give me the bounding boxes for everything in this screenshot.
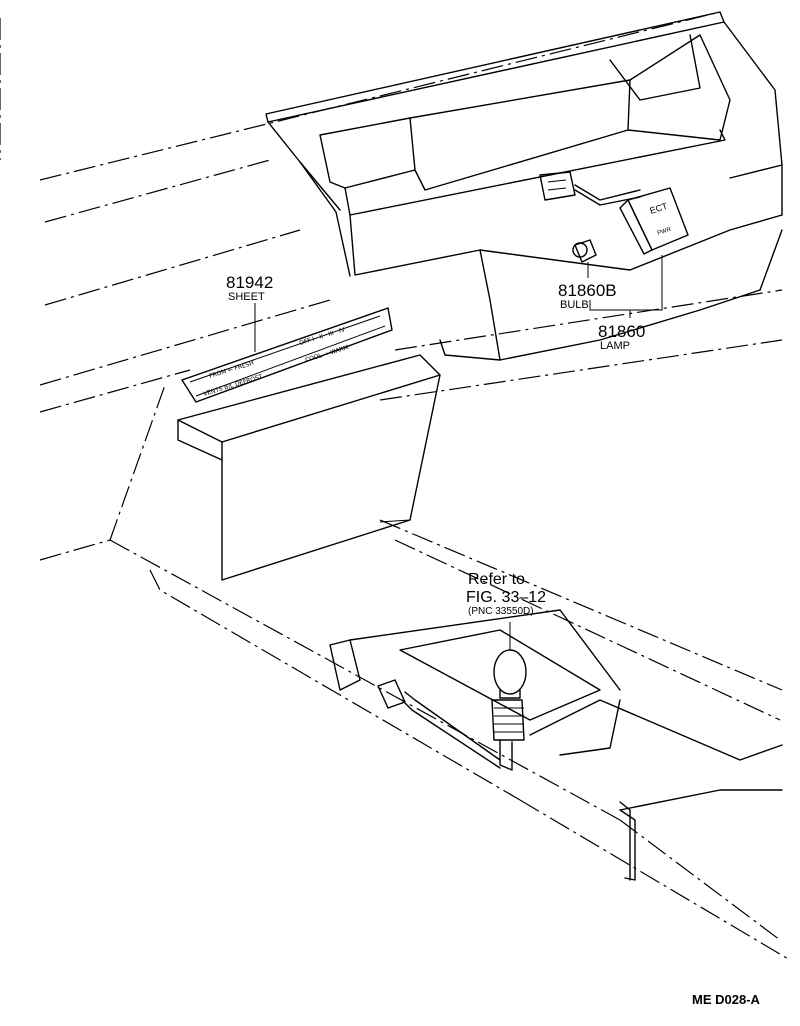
reference-line-2: FIG. 33–12 (466, 589, 546, 606)
ect-indicator-lamp: ECT PWR (539, 171, 689, 255)
reference-pnc: (PNC 33550D) (468, 606, 534, 617)
console-bulb-socket (377, 622, 527, 771)
heater-control-sheet: FROM ← FRESH OFF I II III IV VENTS B/L D… (181, 303, 393, 403)
part-name-sheet: SHEET (228, 291, 265, 303)
figure-code: ME D028-A (692, 992, 761, 1007)
lamp-label-ect: ECT (649, 201, 670, 216)
part-number-81942: 81942 (226, 273, 273, 292)
bulb-81860b (572, 239, 597, 278)
part-number-81860b: 81860B (558, 281, 617, 300)
lamp-label-pwr: PWR (657, 227, 673, 237)
part-name-lamp: LAMP (600, 340, 630, 352)
center-console (109, 519, 791, 961)
instrument-panel (0, 11, 783, 581)
part-number-81860: 81860 (598, 322, 645, 341)
part-name-bulb: BULB (560, 299, 589, 311)
reference-line-1: Refer to (468, 571, 525, 588)
